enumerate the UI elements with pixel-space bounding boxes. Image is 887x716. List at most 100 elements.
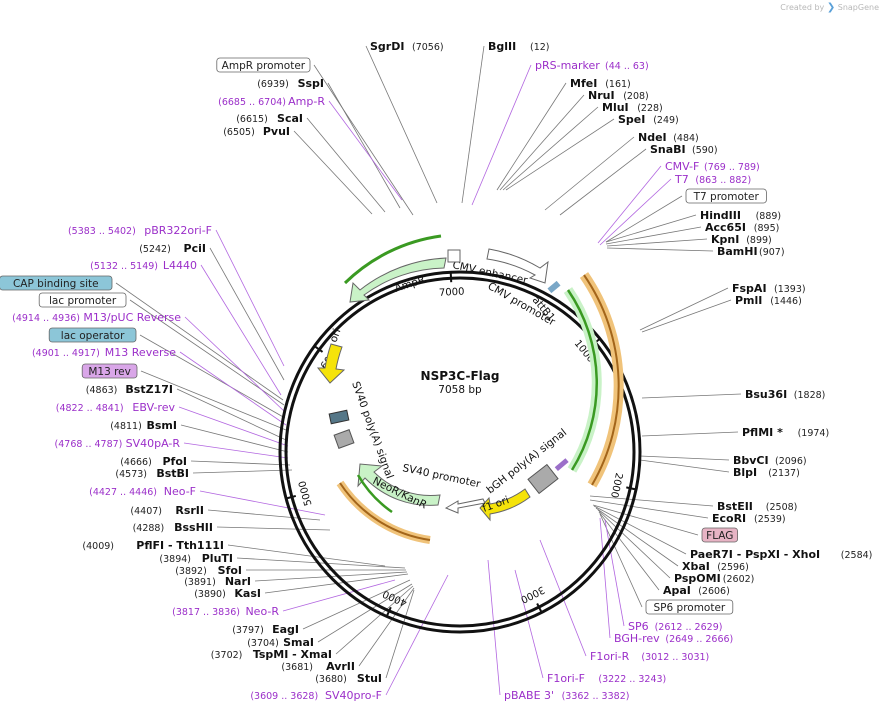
tspmi-xmai-label: TspMI - XmaI(3702) <box>211 648 332 661</box>
plasmid-size: 7058 bp <box>438 384 482 396</box>
t7-position: (863 .. 882) <box>695 175 751 186</box>
rsrii-position: (4407) <box>130 506 162 517</box>
leader-line <box>606 247 714 252</box>
cmv-promoter-feature <box>447 249 461 263</box>
smai-label: SmaI(3704) <box>247 636 314 649</box>
leader-line <box>605 226 702 245</box>
leader-line <box>592 504 699 536</box>
t7-promoter-text: T7 promoter <box>693 191 760 203</box>
sfoi-label: SfoI(3892) <box>175 564 242 577</box>
leader-line <box>639 455 730 461</box>
pluti-label: PluTI(3894) <box>159 552 233 565</box>
leader-line <box>313 64 414 216</box>
m13-puc-reverse-name: M13/pUC Reverse <box>83 311 181 324</box>
leader-line <box>593 505 687 555</box>
lac-operator-label: lac operator <box>48 327 137 343</box>
pflfi-tth111i-name: PflFI - Tth111I <box>136 539 224 552</box>
leader-line <box>559 148 647 216</box>
fspai-position: (1393) <box>774 284 806 295</box>
stui-name: StuI <box>357 672 382 685</box>
leader-line <box>139 334 286 419</box>
tick-label: 3000 <box>519 583 547 604</box>
ndei-name: NdeI <box>638 131 667 144</box>
neo-r-name: Neo-R <box>245 605 279 618</box>
bglii-name: BglII <box>488 40 516 53</box>
leader-line <box>514 569 544 679</box>
m13-puc-reverse-position: (4914 .. 4936) <box>12 313 80 324</box>
t7-name: T7 <box>674 173 689 186</box>
ebv-rev-position: (4822 .. 4841) <box>56 403 124 414</box>
tick-mark <box>313 345 324 353</box>
sv40pa-r-label: SV40pA-R(4768 .. 4787) <box>55 437 181 450</box>
l4440-position: (5132 .. 5149) <box>90 261 158 272</box>
sp6-promoter-text: SP6 promoter <box>654 602 726 614</box>
leader-line <box>328 100 403 201</box>
bstz17i-position: (4863) <box>86 385 118 396</box>
mlui-name: MluI <box>602 101 629 114</box>
nari-position: (3891) <box>184 577 216 588</box>
leader-line <box>327 82 401 209</box>
leader-line <box>140 370 287 431</box>
insert-green <box>566 289 598 471</box>
bsu36i-label: Bsu36I(1828) <box>745 388 825 401</box>
amp-r-name: Amp-R <box>288 95 325 108</box>
fspai-name: FspAI <box>732 282 767 295</box>
prs-marker-name: pRS-marker <box>535 59 600 72</box>
mfei-position: (161) <box>605 79 631 90</box>
bamhi-position: (907) <box>759 247 785 258</box>
sv40-promoter-feature <box>444 498 486 514</box>
leader-line <box>183 442 289 459</box>
pvui-name: PvuI <box>263 125 290 138</box>
sv40-promoter-label: SV40 promoter <box>401 462 482 490</box>
tick-label: 5000 <box>297 479 314 506</box>
pbabe-3-label: pBABE 3'(3362 .. 3382) <box>504 689 629 702</box>
bstz17i-name: BstZ17I <box>125 383 173 396</box>
kasi-position: (3890) <box>194 589 226 600</box>
pflfi-tth111i-position: (4009) <box>82 541 114 552</box>
m13-reverse-name: M13 Reverse <box>105 346 176 359</box>
eagi-label: EagI(3797) <box>232 623 299 636</box>
ecori-label: EcoRI(2539) <box>712 512 786 525</box>
bgh-rev-name: BGH-rev <box>614 632 660 645</box>
leader-line <box>282 579 396 612</box>
bglii-position: (12) <box>530 42 550 53</box>
tick-label: 4000 <box>381 587 409 607</box>
pmli-position: (1446) <box>770 296 802 307</box>
kpni-name: KpnI <box>711 233 739 246</box>
spei-position: (249) <box>653 115 679 126</box>
leader-line <box>597 165 662 244</box>
leader-line <box>365 45 438 204</box>
smai-name: SmaI <box>283 636 314 649</box>
leader-line <box>589 495 714 507</box>
ampr-orf <box>343 234 442 285</box>
pbabe-3-position: (3362 .. 3382) <box>562 691 630 702</box>
f1ori-r-name: F1ori-R <box>590 650 630 663</box>
pfoi-name: PfoI <box>163 455 188 468</box>
bsshii-name: BssHII <box>174 521 213 534</box>
sspi-name: SspI <box>298 77 324 90</box>
leader-line <box>639 287 729 331</box>
mfei-label: MfeI(161) <box>570 77 631 90</box>
prs-marker-position: (44 .. 63) <box>605 61 649 72</box>
bsmi-label: BsmI(4811) <box>110 419 177 432</box>
paer7i-pspxi-xhoi-label: PaeR7I - PspXI - XhoI(2584) <box>690 548 872 561</box>
xbai-name: XbaI <box>682 560 710 573</box>
bamhi-name: BamHI <box>717 245 758 258</box>
pbr322ori-f-label: pBR322ori-F(5383 .. 5402) <box>68 224 212 237</box>
pspomi-position: (2602) <box>723 574 755 585</box>
hindiii-label: HindIII(889) <box>700 209 781 222</box>
tick-label: 2000 <box>608 472 624 499</box>
pcii-label: PciI(5242) <box>139 242 206 255</box>
sv40pro-f-name: SV40pro-F <box>325 689 382 702</box>
ndei-position: (484) <box>673 133 699 144</box>
bsteii-label: BstEII(2508) <box>717 500 797 513</box>
blpi-label: BlpI(2137) <box>733 466 800 479</box>
ori-feature <box>316 343 346 384</box>
nrui-label: NruI(208) <box>588 89 649 102</box>
bgh-rev-position: (2649 .. 2666) <box>665 634 733 645</box>
cap-binding-site-label: CAP binding site <box>0 275 113 291</box>
avrii-position: (3681) <box>281 662 313 673</box>
sv40pro-f-position: (3609 .. 3628) <box>250 691 318 702</box>
bgh-polya-feature <box>527 463 559 495</box>
